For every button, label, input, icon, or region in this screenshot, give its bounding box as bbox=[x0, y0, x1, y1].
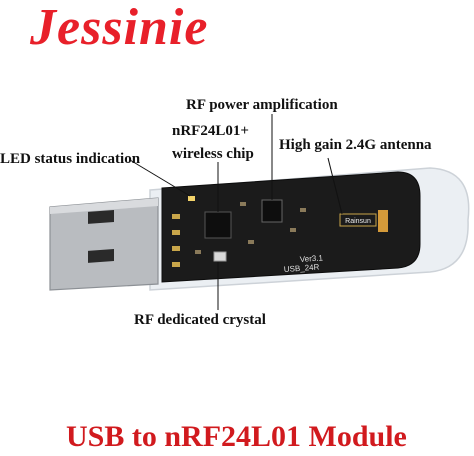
status-led bbox=[188, 196, 195, 201]
label-high-gain-antenna: High gain 2.4G antenna bbox=[279, 137, 432, 153]
brand-logo: Jessinie bbox=[30, 0, 209, 56]
product-title: USB to nRF24L01 Module bbox=[66, 420, 407, 453]
nrf24l01-chip bbox=[204, 211, 232, 239]
label-rf-power-amplification: RF power amplification bbox=[186, 97, 338, 113]
antenna-brand-text: Rainsun bbox=[345, 218, 371, 225]
label-rf-crystal: RF dedicated crystal bbox=[134, 312, 266, 328]
label-nrf24l01: nRF24L01+ bbox=[172, 123, 249, 139]
usb-plug bbox=[49, 197, 159, 291]
smd-components bbox=[195, 202, 306, 254]
leader-led bbox=[129, 159, 191, 197]
model-silkscreen: USB_24R bbox=[284, 263, 320, 274]
rf-crystal bbox=[213, 251, 227, 262]
rf-amplifier-chip bbox=[261, 199, 283, 223]
label-led-status: LED status indication bbox=[0, 151, 141, 167]
pcb-pads bbox=[172, 214, 180, 267]
ceramic-antenna bbox=[339, 213, 377, 227]
version-silkscreen: Ver3.1 bbox=[300, 253, 324, 264]
label-wireless-chip: wireless chip bbox=[172, 146, 254, 162]
leader-antenna bbox=[327, 157, 343, 215]
